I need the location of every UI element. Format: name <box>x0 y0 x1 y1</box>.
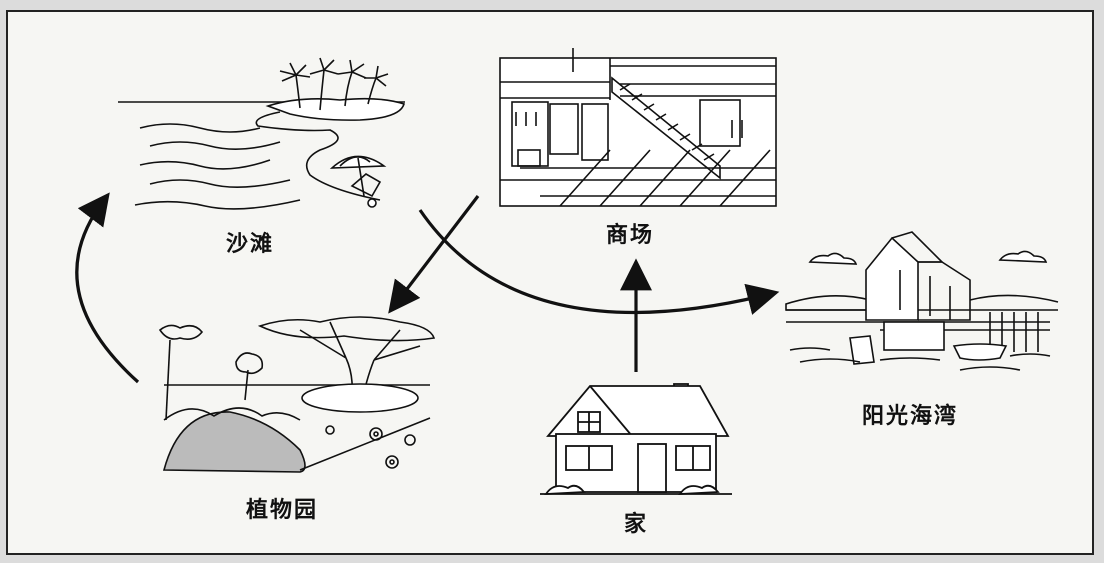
boat-icon <box>849 335 1008 365</box>
route-arrow-garden-to-beach <box>75 192 140 384</box>
mall-illustration <box>499 48 777 207</box>
escalator-icon <box>611 76 721 180</box>
label-bay: 阳光海湾 <box>862 403 959 429</box>
label-mall: 商场 <box>606 222 655 248</box>
flower-icon <box>325 425 416 469</box>
garden-illustration <box>158 316 436 473</box>
palm-tree-icon <box>279 57 389 111</box>
beach-illustration <box>118 57 405 210</box>
label-garden: 植物园 <box>246 497 319 523</box>
building-icon <box>865 231 971 321</box>
route-arrow-mall-to-garden <box>388 195 480 314</box>
bay-illustration <box>785 231 1059 371</box>
beach-umbrella-icon <box>329 155 387 208</box>
route-arrow-beach-to-bay <box>418 209 780 315</box>
label-home: 家 <box>624 511 649 537</box>
house-icon <box>540 383 732 495</box>
label-beach: 沙滩 <box>226 231 275 257</box>
route-arrows <box>75 192 780 384</box>
